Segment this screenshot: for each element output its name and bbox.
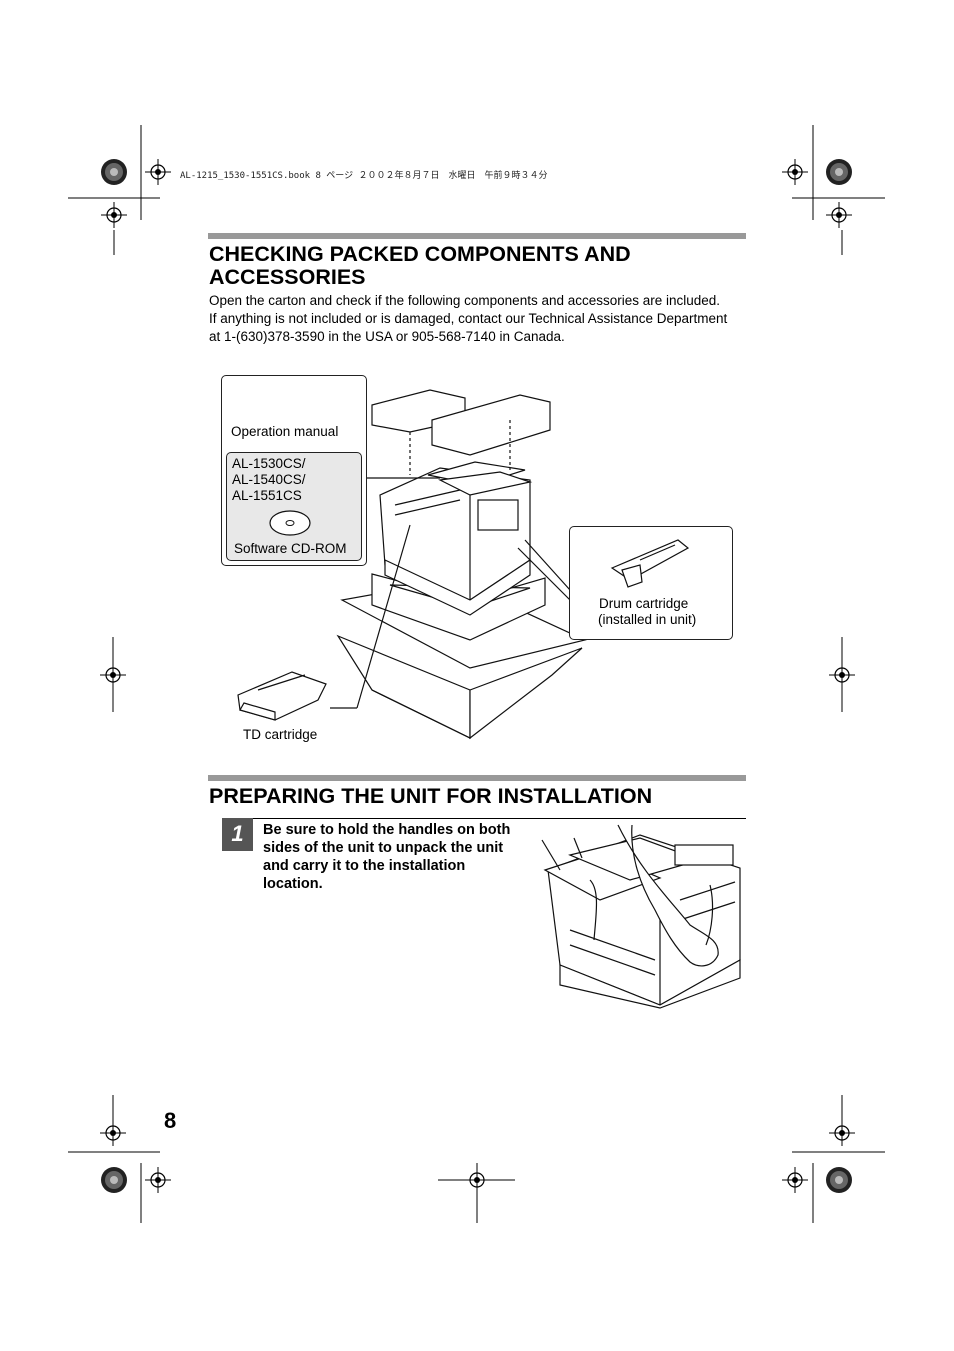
- model-label-2: AL-1540CS/: [232, 472, 306, 487]
- step-number-badge: 1: [222, 818, 253, 851]
- drum-callout-box: [569, 526, 733, 640]
- section-rule: [208, 233, 746, 239]
- intro-paragraph: Open the carton and check if the followi…: [209, 293, 721, 308]
- section-title: CHECKING PACKED COMPONENTS AND ACCESSORI…: [209, 242, 631, 289]
- model-label-3: AL-1551CS: [232, 488, 302, 503]
- model-label-1: AL-1530CS/: [232, 456, 306, 471]
- step-divider: [222, 818, 746, 819]
- drum-cartridge-label: Drum cartridge: [599, 596, 689, 611]
- operation-manual-label: Operation manual: [231, 424, 339, 439]
- page-number: 8: [164, 1108, 177, 1133]
- td-cartridge-label: TD cartridge: [243, 727, 318, 742]
- section-intro: Open the carton and check if the followi…: [209, 292, 739, 346]
- contact-paragraph: If anything is not included or is damage…: [209, 311, 728, 344]
- step-text: Be sure to hold the handles on both side…: [263, 822, 511, 892]
- software-cd-label: Software CD-ROM: [234, 541, 347, 556]
- section-title: PREPARING THE UNIT FOR INSTALLATION: [209, 784, 653, 808]
- software-box: [226, 452, 362, 561]
- drum-note-label: (installed in unit): [598, 612, 697, 627]
- section-rule: [208, 775, 746, 781]
- running-header: AL-1215_1530-1551CS.book 8 ページ ２００２年８月７日…: [180, 171, 548, 181]
